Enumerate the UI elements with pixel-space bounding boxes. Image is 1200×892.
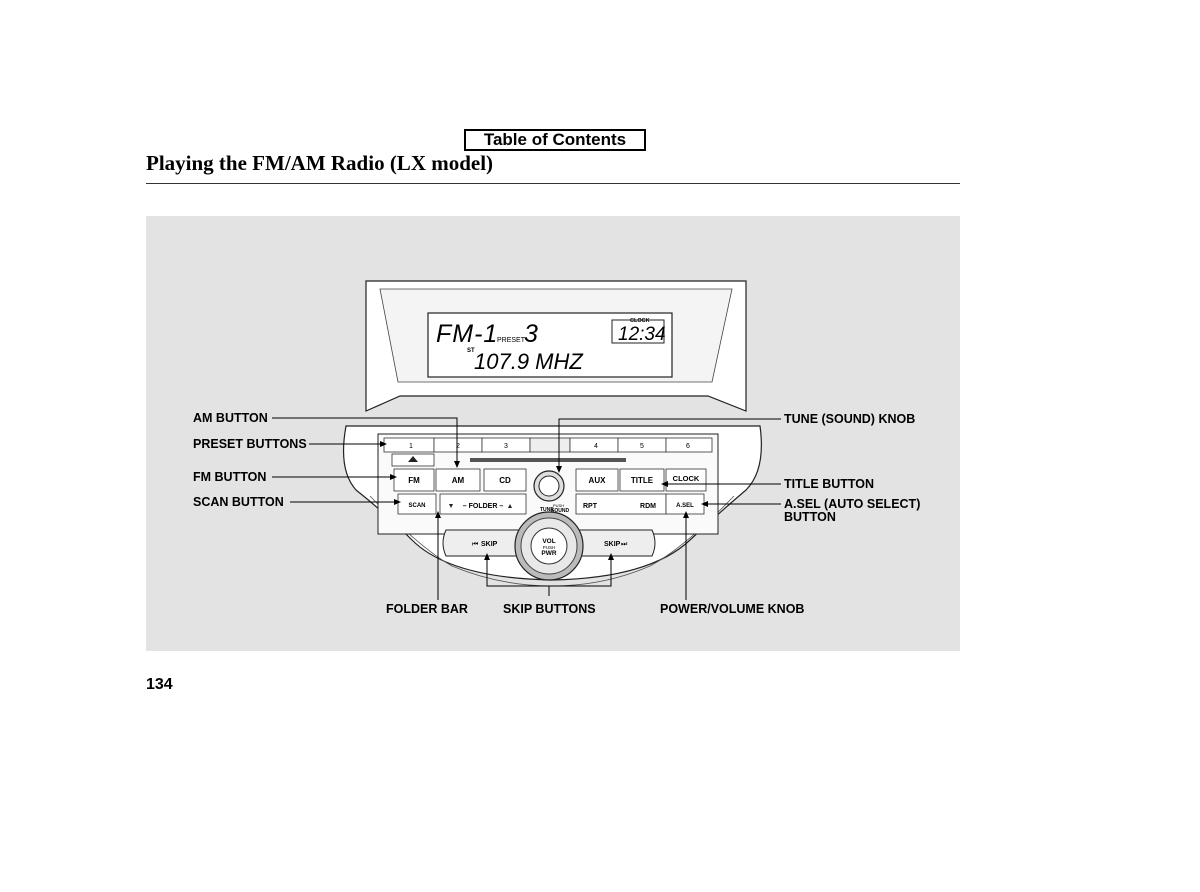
folder-bar-label: – FOLDER –	[463, 503, 504, 510]
am-button-label: AM	[452, 476, 465, 485]
page-title: Playing the FM/AM Radio (LX model)	[146, 151, 494, 175]
callout-fm-button: FM BUTTON	[193, 470, 267, 484]
callout-folder-bar: FOLDER BAR	[386, 602, 468, 616]
aux-button-label: AUX	[589, 476, 607, 485]
callout-asel-line1: A.SEL (AUTO SELECT)	[784, 497, 921, 511]
title-button[interactable]	[619, 468, 665, 492]
disc-icon	[529, 437, 571, 453]
clock-box	[611, 319, 665, 344]
clock-button[interactable]	[665, 468, 707, 492]
pwr-label: PWR	[541, 550, 556, 557]
skip-left-label: SKIP	[481, 541, 498, 548]
folder-bar[interactable]	[439, 493, 527, 515]
preset-label-1: 1	[409, 443, 413, 450]
preset-button-6[interactable]	[665, 437, 713, 453]
page-number: 134	[146, 676, 173, 693]
preset-number-text: 3	[524, 320, 538, 348]
callout-scan-button: SCAN BUTTON	[193, 495, 284, 509]
preset-label-4: 4	[594, 443, 598, 450]
tune-label: TUNE	[540, 507, 554, 513]
scan-button[interactable]	[397, 493, 437, 515]
callout-skip-buttons: SKIP BUTTONS	[503, 602, 596, 616]
cd-button[interactable]	[483, 468, 527, 492]
preset-buttons-row: 1 2 3 4 5 6	[383, 437, 713, 453]
title-rule	[146, 183, 960, 184]
callout-am-button: AM BUTTON	[193, 411, 268, 425]
preset-label-text: PRESET	[497, 337, 526, 344]
preset-label-3: 3	[504, 443, 508, 450]
vol-label: VOL	[542, 538, 555, 545]
eject-icon	[408, 456, 418, 462]
tune-push-label: PUSH	[553, 503, 564, 508]
vol-push-label: PUSH	[543, 545, 556, 550]
skip-right-label: SKIP	[604, 541, 621, 548]
am-button[interactable]	[435, 468, 481, 492]
band-text: FM-1	[436, 320, 498, 348]
clock-button-label: CLOCK	[673, 474, 700, 483]
callout-preset-buttons: PRESET BUTTONS	[193, 437, 307, 451]
sound-label: SOUND	[551, 508, 569, 514]
callout-title-button: TITLE BUTTON	[784, 477, 875, 491]
preset-label-2: 2	[456, 443, 460, 450]
clock-label-text: CLOCK	[630, 318, 650, 324]
skip-forward-icon: ⏭	[621, 541, 628, 548]
cd-slot	[470, 458, 626, 462]
preset-label-5: 5	[640, 443, 644, 450]
skip-back-icon: ⏮	[472, 541, 478, 548]
callout-tune-knob: TUNE (SOUND) KNOB	[784, 412, 916, 426]
rpt-button-label: RPT	[583, 503, 598, 510]
frequency-text: 107.9 MHZ	[474, 349, 584, 374]
rdm-button-label: RDM	[640, 503, 656, 510]
cd-button-label: CD	[499, 476, 511, 485]
table-of-contents-link[interactable]: Table of Contents	[464, 129, 646, 151]
folder-down-icon	[449, 504, 453, 508]
aux-button[interactable]	[575, 468, 619, 492]
leader-lines	[272, 417, 781, 600]
fm-button-label: FM	[408, 476, 420, 485]
stereo-indicator: ST	[467, 348, 475, 354]
fm-button[interactable]	[393, 468, 435, 492]
leader-arrowheads	[380, 441, 708, 560]
asel-button-label: A.SEL	[676, 503, 694, 509]
preset-label-6: 6	[686, 443, 690, 450]
title-button-label: TITLE	[631, 476, 654, 485]
scan-button-label: SCAN	[408, 503, 425, 509]
folder-up-icon	[508, 504, 512, 508]
clock-time-text: 12:34	[618, 324, 666, 345]
callout-power-knob: POWER/VOLUME KNOB	[660, 602, 805, 616]
callout-asel-line2: BUTTON	[784, 510, 836, 524]
